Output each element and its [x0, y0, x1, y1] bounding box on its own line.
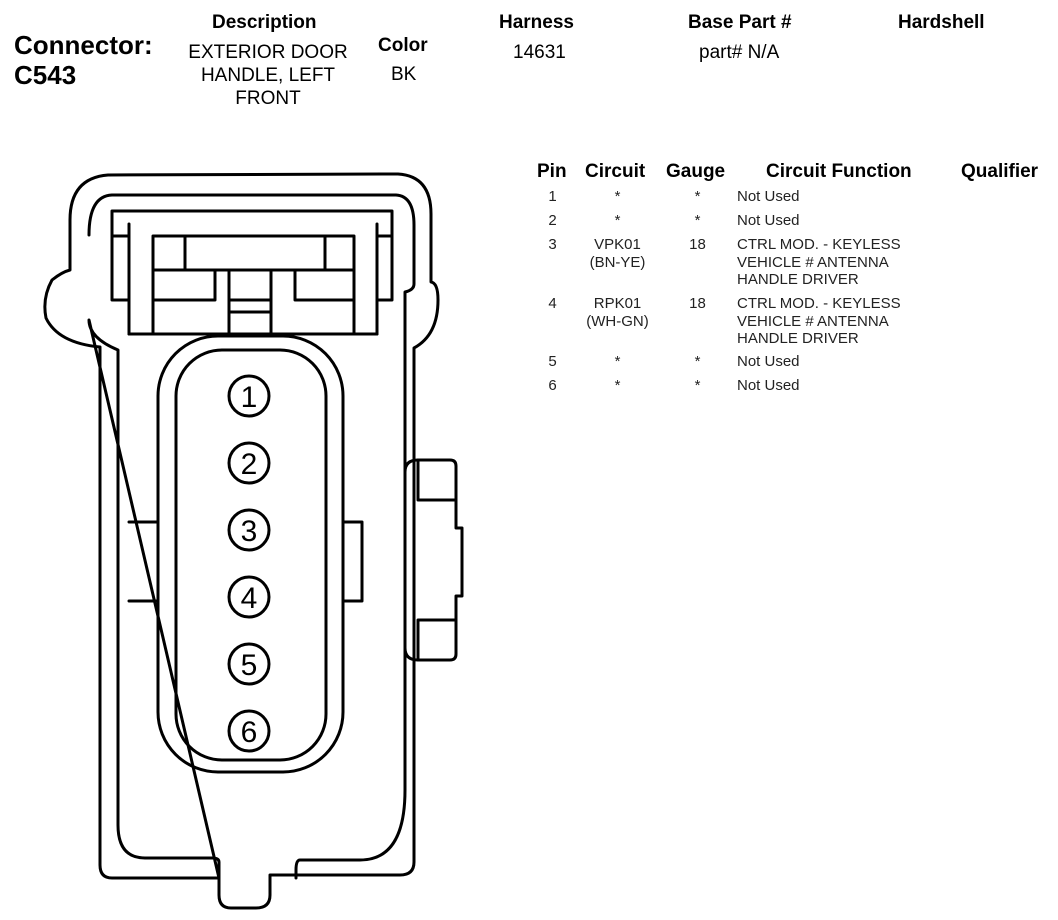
- latch-lock-right: [293, 268, 356, 302]
- function-cell: Not Used: [737, 212, 800, 229]
- pin-cavity-inner: [174, 348, 328, 762]
- description-line: HANDLE, LEFT: [200, 65, 336, 86]
- circuit-cell: *: [614, 212, 621, 229]
- circuit-code: VPK01: [594, 236, 641, 253]
- circuit-cell: *: [614, 188, 621, 205]
- pin-cell: 1: [548, 188, 557, 205]
- description-value: EXTERIOR DOOR HANDLE, LEFT FRONT: [173, 41, 363, 110]
- pin-cell: 4: [548, 295, 557, 312]
- description-label: Description: [212, 12, 317, 33]
- latch-side-right: [375, 234, 394, 302]
- pin-4-circle: [227, 575, 271, 619]
- pin-2-circle: [227, 441, 271, 485]
- latch-side-left: [110, 234, 131, 302]
- function-cell: Not Used: [737, 188, 800, 205]
- pin-5-circle: [227, 642, 271, 686]
- hardshell-label: Hardshell: [898, 12, 985, 33]
- base-part-label: Base Part #: [688, 12, 792, 33]
- gauge-cell: *: [694, 353, 701, 370]
- left-guide-rib: [127, 520, 160, 603]
- pin-4-label: 4: [241, 582, 258, 615]
- latch-lock-left: [151, 268, 217, 302]
- circuit-cell: VPK01 (BN-YE): [580, 236, 655, 271]
- function-line: CTRL MOD. - KEYLESS: [737, 295, 901, 312]
- pin-cell: 5: [548, 353, 557, 370]
- right-lock-tab-inner: [416, 458, 458, 662]
- function-line: HANDLE DRIVER: [737, 271, 859, 288]
- pin-3-label: 3: [241, 515, 258, 548]
- connector-label: Connector:: [14, 30, 153, 60]
- circuit-cell: *: [614, 353, 621, 370]
- gauge-cell: *: [694, 212, 701, 229]
- right-guide-rib: [341, 520, 364, 603]
- function-cell: Not Used: [737, 377, 800, 394]
- pin-cell: 2: [548, 212, 557, 229]
- description-line: FRONT: [235, 88, 301, 109]
- circuit-cell: *: [614, 377, 621, 394]
- function-line: CTRL MOD. - KEYLESS: [737, 236, 901, 253]
- key-slot: [227, 268, 273, 336]
- pin-6-label: 6: [241, 716, 258, 749]
- pin-1-label: 1: [241, 381, 258, 414]
- latch-frame: [110, 222, 394, 336]
- harness-label: Harness: [499, 12, 574, 33]
- housing-outline: [43, 172, 440, 910]
- table-row: 1 * * Not Used: [530, 188, 920, 208]
- gauge-cell: 18: [689, 236, 706, 253]
- right-lock-tab: [403, 458, 464, 662]
- housing-inner-outline: [87, 193, 416, 880]
- table-row: 6 * * Not Used: [530, 377, 920, 397]
- circuit-code: RPK01: [593, 295, 642, 312]
- latch-recess: [110, 209, 394, 238]
- function-cell: CTRL MOD. - KEYLESS VEHICLE # ANTENNA HA…: [737, 236, 901, 289]
- table-row: 3 VPK01 (BN-YE) 18 CTRL MOD. - KEYLESS V…: [530, 236, 920, 291]
- column-header-qualifier: Qualifier: [961, 161, 1039, 182]
- table-row: 5 * * Not Used: [530, 353, 920, 373]
- connector-id: C543: [14, 60, 77, 90]
- pin-3-circle: [227, 508, 271, 552]
- circuit-cell: RPK01 (WH-GN): [580, 295, 655, 330]
- color-label: Color: [378, 35, 428, 56]
- latch-inner-bar: [183, 234, 327, 272]
- gauge-cell: *: [694, 377, 701, 394]
- pin-cell: 6: [548, 377, 557, 394]
- function-cell: Not Used: [737, 353, 800, 370]
- pin-6-circle: [227, 709, 271, 753]
- color-value: BK: [391, 64, 417, 85]
- function-line: VEHICLE # ANTENNA: [737, 253, 889, 271]
- circuit-color: (WH-GN): [586, 312, 649, 330]
- pin-group: 1 2 3 4 5 6: [227, 374, 271, 753]
- circuit-color: (BN-YE): [589, 253, 646, 271]
- pin-cell: 3: [548, 236, 557, 253]
- function-line: VEHICLE # ANTENNA: [737, 312, 889, 330]
- description-line: EXTERIOR DOOR: [188, 42, 348, 63]
- pin-5-label: 5: [241, 649, 258, 682]
- function-cell: CTRL MOD. - KEYLESS VEHICLE # ANTENNA HA…: [737, 295, 901, 348]
- pin-cavity: [156, 334, 345, 774]
- table-row: 2 * * Not Used: [530, 212, 920, 232]
- harness-value: 14631: [513, 42, 566, 63]
- pin-2-label: 2: [241, 448, 258, 481]
- gauge-cell: 18: [689, 295, 706, 312]
- column-header-pin: Pin: [537, 161, 567, 182]
- column-header-circuit: Circuit: [585, 161, 646, 182]
- column-header-gauge: Gauge: [666, 161, 726, 182]
- gauge-cell: *: [694, 188, 701, 205]
- function-line: HANDLE DRIVER: [737, 330, 859, 347]
- column-header-circuit-function: Circuit Function: [766, 161, 912, 182]
- pin-1-circle: [227, 374, 271, 418]
- table-row: 4 RPK01 (WH-GN) 18 CTRL MOD. - KEYLESS V…: [530, 295, 920, 350]
- base-part-value: part# N/A: [699, 42, 780, 63]
